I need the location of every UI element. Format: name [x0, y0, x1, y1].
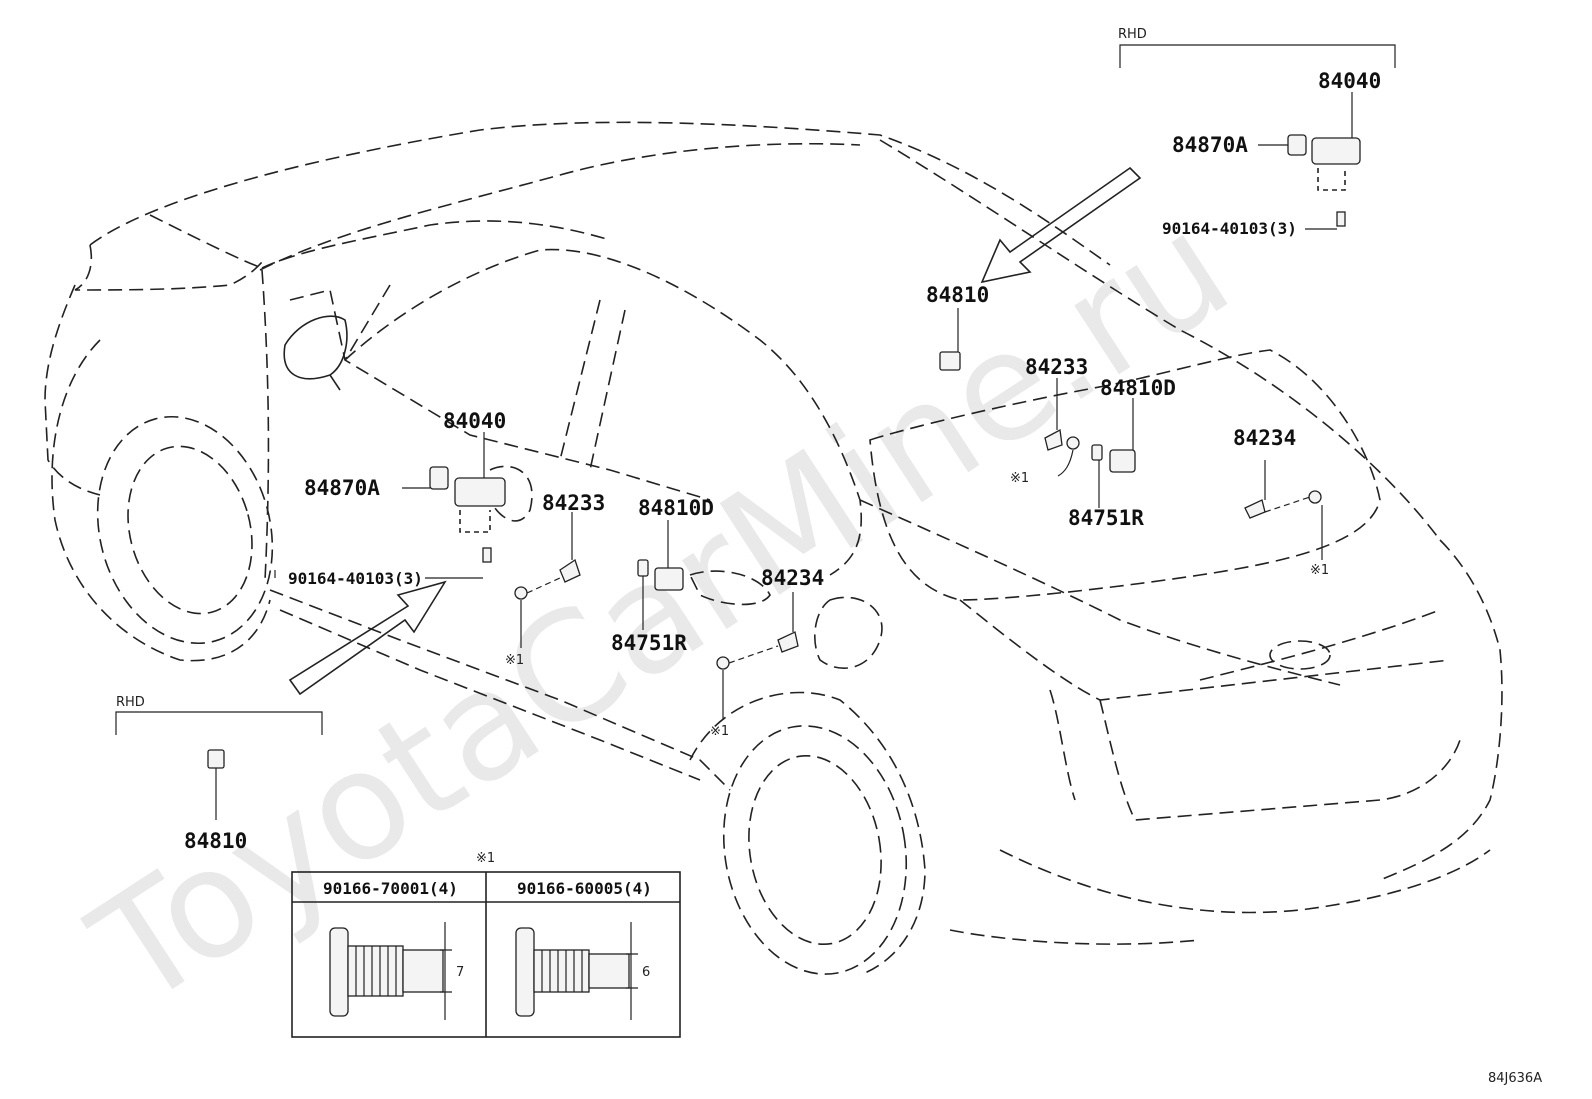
rhd-label-top: RHD: [1118, 27, 1147, 42]
label-84870a-left: 84870A: [304, 476, 380, 500]
label-84040-rhd: 84040: [1318, 69, 1381, 93]
connector-84810d-left-icon: [654, 567, 684, 591]
label-90164-left: 90164-40103(3): [288, 569, 423, 588]
bolt-70001-icon: [329, 922, 452, 1020]
label-84040-left: 84040: [443, 409, 506, 433]
bracket-84233-icon: [1044, 428, 1063, 451]
switch-assembly-left-icon: [454, 477, 506, 507]
screw-icon: [1336, 211, 1346, 227]
ref-mark: ※1: [710, 724, 729, 739]
clip-icon: [1066, 436, 1080, 450]
label-84870a-rhd: 84870A: [1172, 133, 1248, 157]
bracket-84233-left-icon: [559, 558, 581, 583]
switch-knob-left-icon: [429, 466, 449, 490]
label-84233-right: 84233: [1025, 355, 1088, 379]
label-84751r-right: 84751R: [1068, 506, 1144, 530]
rhd-bracket-top: RHD: [1118, 27, 1396, 68]
ref-mark: ※1: [1010, 471, 1029, 486]
connector-84751r-icon: [1091, 444, 1103, 461]
switch-assembly-icon: [1311, 137, 1361, 165]
table-col1-header: 90166-70001(4): [323, 879, 458, 898]
ref-mark: ※1: [505, 653, 524, 668]
label-90164-rhd: 90164-40103(3): [1162, 219, 1297, 238]
label-84751r-left: 84751R: [611, 631, 687, 655]
label-84810-rhd: 84810: [184, 829, 247, 853]
rhd-bracket-bottom: RHD: [115, 695, 323, 735]
connector-84810-rhd-icon: [207, 749, 225, 769]
clip-lower-icon: [716, 656, 730, 670]
label-84810d-left: 84810D: [638, 496, 714, 520]
bolt-60005-icon: [515, 922, 638, 1020]
screw-left-icon: [482, 547, 492, 563]
connector-84810d-icon: [1109, 449, 1136, 473]
clip-right-icon: [1308, 490, 1322, 504]
clip-left-icon: [514, 586, 528, 600]
bracket-84234-left-icon: [777, 631, 799, 653]
connector-84751r-left-icon: [637, 559, 649, 577]
part-labels: 84040 84870A 90164-40103(3) 84810 84233 …: [184, 69, 1381, 853]
leader-lines: [215, 92, 1353, 820]
watermark: ToyotaCarMine.ru: [64, 181, 1259, 1041]
dim-60005: 6: [642, 965, 650, 980]
dim-70001: 7: [456, 965, 464, 980]
fastener-table: ※1 90166-70001(4) 90166-60005(4) 7 6: [291, 851, 681, 1038]
rhd-label-bottom: RHD: [116, 695, 145, 710]
ref-mark: ※1: [1310, 563, 1329, 578]
connector-84810-icon: [939, 351, 961, 371]
car-outline: [44, 121, 1503, 976]
view-arrows: [288, 166, 1142, 696]
label-84233-left: 84233: [542, 491, 605, 515]
table-col2-header: 90166-60005(4): [517, 879, 652, 898]
ref-marks: ※1 ※1 ※1 ※1: [505, 471, 1329, 739]
switch-knob-icon: [1287, 134, 1307, 156]
label-84810-top: 84810: [926, 283, 989, 307]
part-icons: [207, 134, 1361, 769]
label-84234-left: 84234: [761, 566, 824, 590]
bracket-84234-icon: [1244, 499, 1266, 519]
diagram-code: 84J636A: [1488, 1071, 1542, 1086]
label-84234-right: 84234: [1233, 426, 1296, 450]
table-header: ※1: [476, 851, 495, 866]
label-84810d-right: 84810D: [1100, 376, 1176, 400]
